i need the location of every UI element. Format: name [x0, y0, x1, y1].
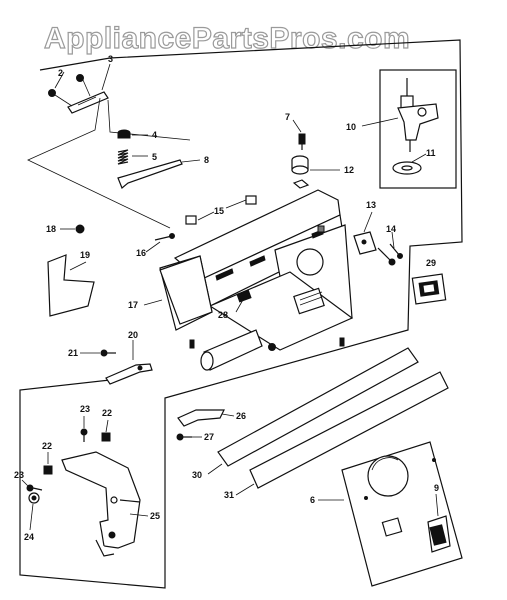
lever-part-20: [105, 363, 153, 385]
callout-13: 13: [366, 200, 376, 210]
leader-7: [292, 119, 302, 133]
inset-box: [379, 69, 457, 189]
watermark-text: AppliancePartsPros.com: [44, 22, 410, 55]
leader-24: [29, 503, 34, 531]
callout-11: 11: [426, 148, 436, 158]
leader-9: [435, 493, 439, 517]
leader-17: [143, 299, 163, 306]
spring-part-5: [117, 149, 129, 165]
strip-part-31: [249, 371, 449, 489]
callout-19: 19: [80, 250, 90, 260]
bracket-part-25: [61, 451, 141, 557]
leader-16: [145, 241, 161, 253]
screw-part-2: [48, 74, 91, 107]
leader-3: [101, 63, 111, 91]
cover-plate-part-19: [47, 254, 95, 317]
front-plate-part-6: [341, 441, 463, 587]
leader-10: [361, 117, 399, 127]
pin-part-16: [154, 233, 175, 241]
leader-28: [235, 297, 245, 313]
leader-14: [391, 231, 395, 249]
face-cover-part-17: [159, 255, 213, 325]
callout-10: 10: [346, 122, 356, 132]
leader-25: [129, 513, 149, 517]
clip-part-26: [177, 409, 225, 427]
callout-27: 27: [204, 432, 214, 442]
callout-6: 6: [310, 495, 315, 505]
leader-23b: [21, 479, 29, 487]
lever-part-8: [117, 159, 183, 189]
callout-28: 28: [218, 310, 228, 320]
washer-part-24: [28, 492, 40, 504]
callout-23-lower: 23: [14, 470, 24, 480]
callout-22-upper: 22: [102, 408, 112, 418]
callout-26-upper: 26: [236, 411, 246, 421]
callout-17: 17: [128, 300, 138, 310]
leader-15b: [225, 199, 247, 209]
plate-part-9: [427, 515, 451, 553]
callout-3: 3: [108, 54, 113, 64]
callout-4: 4: [152, 130, 157, 140]
shaft-part-10: [397, 78, 439, 152]
callout-22-lower: 22: [42, 441, 52, 451]
screw-part-21: [100, 349, 116, 357]
callout-18: 18: [46, 224, 56, 234]
leader-8: [181, 159, 201, 163]
assembly-boundary: [19, 39, 463, 589]
leader-31: [235, 483, 255, 496]
callout-8: 8: [204, 155, 209, 165]
callout-25: 25: [150, 511, 160, 521]
screw-part-14: [377, 243, 403, 266]
callout-5: 5: [152, 152, 157, 162]
callout-20: 20: [128, 330, 138, 340]
spool-cylinder: [200, 329, 263, 371]
leader-15a: [197, 211, 215, 221]
leader-13: [363, 211, 373, 233]
leader-11: [411, 153, 427, 163]
leader-30: [207, 463, 223, 475]
screw-part-23: [26, 428, 88, 492]
callout-2: 2: [58, 68, 63, 78]
screw-part-7: [298, 133, 306, 150]
bushing-part-12: [291, 155, 310, 189]
screw-part-22: [43, 432, 111, 475]
strip-part-30: [217, 347, 419, 467]
callout-30: 30: [192, 470, 202, 480]
callout-14: 14: [386, 224, 396, 234]
callout-16: 16: [136, 248, 146, 258]
screw-part-18: [75, 224, 85, 234]
leader-26: [221, 413, 235, 417]
bracket-part-3: [67, 91, 109, 114]
leader-19: [69, 261, 87, 271]
callout-7: 7: [285, 112, 290, 122]
callout-24: 24: [24, 532, 34, 542]
callout-21: 21: [68, 348, 78, 358]
knob-part-4: [117, 129, 131, 139]
callout-15: 15: [214, 206, 224, 216]
leader-22a: [105, 419, 109, 433]
plate-part-13: [353, 231, 377, 255]
callout-29: 29: [426, 258, 436, 268]
screw-part-27: [176, 433, 192, 441]
callout-12: 12: [344, 165, 354, 175]
label-part-29: [411, 273, 447, 305]
guide-rail: [27, 97, 191, 229]
callout-9: 9: [434, 483, 439, 493]
callout-23-upper: 23: [80, 404, 90, 414]
leader-2: [54, 71, 65, 89]
washer-part-11: [392, 161, 422, 175]
callout-31: 31: [224, 490, 234, 500]
